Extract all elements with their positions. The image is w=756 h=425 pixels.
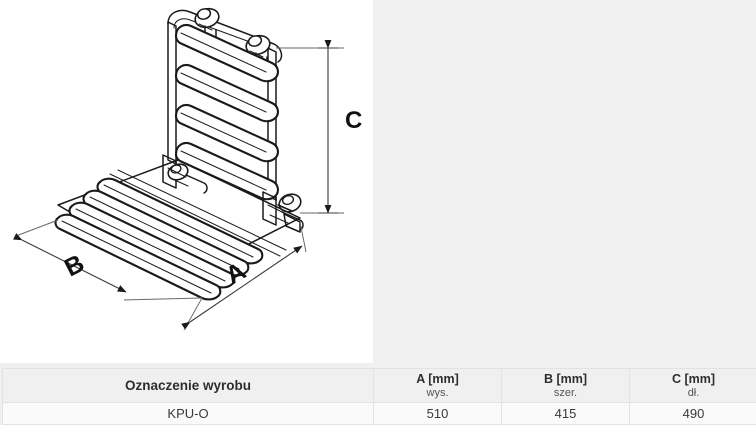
header-c-sub: dł. bbox=[630, 387, 756, 400]
wall-bracket-top-left bbox=[193, 6, 221, 30]
table-body: KPU-O 510 415 490 bbox=[3, 403, 756, 425]
header-cell-a: A [mm] wys. bbox=[374, 369, 502, 403]
header-a-main: A [mm] bbox=[374, 372, 501, 387]
table-header: Oznaczenie wyrobu A [mm] wys. B [mm] sze… bbox=[3, 369, 756, 403]
header-product-label: Oznaczenie wyrobu bbox=[125, 378, 251, 393]
spec-table-container: Oznaczenie wyrobu A [mm] wys. B [mm] sze… bbox=[0, 366, 756, 424]
technical-drawing-panel: .ln{fill:none;stroke:#1a1a1a;stroke-widt… bbox=[0, 0, 373, 363]
header-cell-c: C [mm] dł. bbox=[630, 369, 756, 403]
dimension-label-b: B bbox=[60, 249, 89, 282]
shower-seat-technical-drawing: .ln{fill:none;stroke:#1a1a1a;stroke-widt… bbox=[0, 0, 373, 363]
dimension-label-c: C bbox=[345, 107, 362, 134]
header-cell-product: Oznaczenie wyrobu bbox=[3, 369, 374, 403]
table-header-row: Oznaczenie wyrobu A [mm] wys. B [mm] sze… bbox=[3, 369, 756, 403]
cell-dimension-a: 510 bbox=[374, 403, 502, 425]
cell-dimension-c: 490 bbox=[630, 403, 756, 425]
dimension-c: C bbox=[276, 48, 362, 213]
header-a-sub: wys. bbox=[374, 387, 501, 400]
header-cell-b: B [mm] szer. bbox=[502, 369, 630, 403]
header-c-main: C [mm] bbox=[630, 372, 756, 387]
table-row: KPU-O 510 415 490 bbox=[3, 403, 756, 425]
dimensions-table: Oznaczenie wyrobu A [mm] wys. B [mm] sze… bbox=[2, 368, 756, 425]
header-b-main: B [mm] bbox=[502, 372, 629, 387]
header-b-sub: szer. bbox=[502, 387, 629, 400]
cell-dimension-b: 415 bbox=[502, 403, 630, 425]
cell-product-name: KPU-O bbox=[3, 403, 374, 425]
